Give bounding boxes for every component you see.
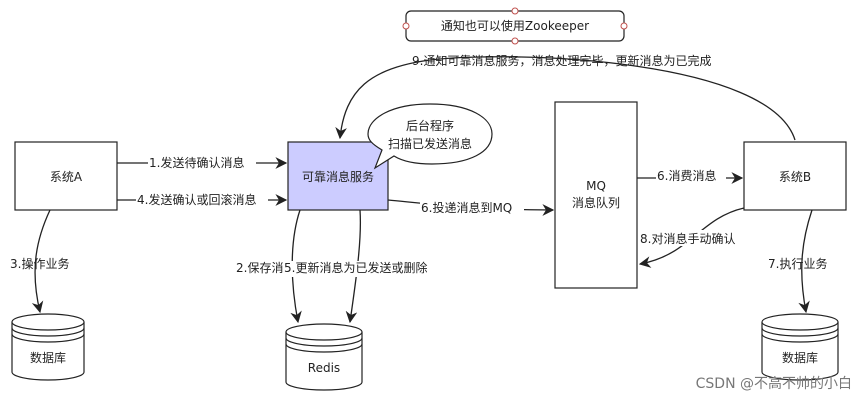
edge-9-curve: [335, 56, 796, 141]
system-b-label: 系统B: [779, 170, 811, 184]
background-scan-bubble: 后台程序 扫描已发送消息: [367, 103, 493, 170]
mq-sub-label: 消息队列: [572, 195, 620, 210]
system-b-node: 系统B: [743, 141, 847, 211]
database-right-node: 数据库: [761, 313, 839, 381]
redis-label: Redis: [308, 361, 340, 375]
reliable-service-label: 可靠消息服务: [302, 169, 374, 184]
edge-6b-label-bg: [656, 168, 726, 184]
edge-1-label: 1.发送待确认消息: [149, 155, 244, 170]
system-a-node: 系统A: [14, 141, 118, 211]
database-left-node: 数据库: [11, 313, 85, 381]
edge-3-line: [31, 209, 51, 314]
edge-5-label-bg: [283, 261, 443, 277]
edge-7-line: [798, 209, 813, 314]
edge-1-label-bg: [148, 154, 256, 170]
database-right-label: 数据库: [782, 350, 818, 365]
zookeeper-note-label: 通知也可以使用Zookeeper: [441, 18, 589, 33]
system-a-label: 系统A: [50, 170, 83, 184]
redis-node: Redis: [285, 323, 363, 391]
edge-8-label: 8.对消息手动确认: [640, 231, 735, 246]
database-left-label: 数据库: [30, 350, 66, 365]
edge-4-label: 4.发送确认或回滚消息: [137, 192, 256, 207]
edge-3-label: 3.操作业务: [10, 256, 69, 271]
edge-5-label: 5.更新消息为已发送或删除: [284, 260, 427, 275]
edge-6b-label: 6.消费消息: [657, 168, 716, 183]
edge-2-label: 2.保存消息: [236, 260, 295, 275]
bubble-line-2: 扫描已发送消息: [388, 136, 472, 151]
edge-8-label-bg: [639, 230, 749, 246]
edge-4-label-bg: [136, 191, 268, 207]
zookeeper-note: 通知也可以使用Zookeeper: [402, 7, 628, 45]
edge-9-label: 9.通知可靠消息服务，消息处理完毕，更新消息为已完成: [412, 53, 711, 68]
csdn-watermark: CSDN @不高不帅的小白: [696, 375, 852, 392]
edge-6-label-bg: [420, 199, 524, 215]
edge-7-label: 7.执行业务: [768, 256, 827, 271]
mq-label: MQ: [586, 179, 606, 193]
reliable-service-node: 可靠消息服务: [287, 141, 389, 211]
edge-6-label: 6.投递消息到MQ: [421, 200, 512, 215]
mq-node: MQ 消息队列: [554, 101, 638, 289]
bubble-line-1: 后台程序: [406, 118, 454, 133]
